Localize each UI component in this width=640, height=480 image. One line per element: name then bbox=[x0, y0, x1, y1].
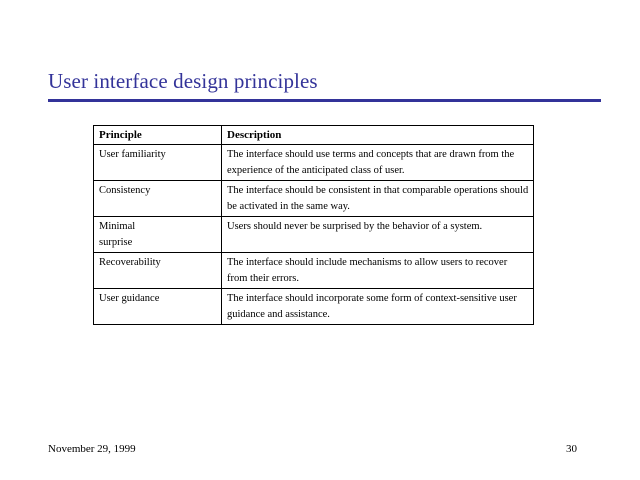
cell-principle: Recoverability bbox=[93, 252, 222, 289]
table-header-row: Principle Description bbox=[93, 125, 534, 145]
column-header-description: Description bbox=[221, 125, 534, 145]
cell-principle: Consistency bbox=[93, 180, 222, 217]
table-row: User familiarity The interface should us… bbox=[93, 144, 534, 181]
cell-description: Users should never be surprised by the b… bbox=[221, 216, 534, 253]
table-row: Consistency The interface should be cons… bbox=[93, 180, 534, 217]
page-title: User interface design principles bbox=[48, 69, 318, 93]
cell-description: The interface should use terms and conce… bbox=[221, 144, 534, 181]
cell-principle: User familiarity bbox=[93, 144, 222, 181]
cell-principle: User guidance bbox=[93, 288, 222, 325]
column-header-principle: Principle bbox=[93, 125, 222, 145]
cell-principle: Minimal surprise bbox=[93, 216, 222, 253]
table-row: User guidance The interface should incor… bbox=[93, 288, 534, 325]
cell-description: The interface should be consistent in th… bbox=[221, 180, 534, 217]
cell-description: The interface should incorporate some fo… bbox=[221, 288, 534, 325]
cell-description: The interface should include mechanisms … bbox=[221, 252, 534, 289]
footer-page-number: 30 bbox=[566, 443, 577, 455]
title-divider bbox=[48, 99, 601, 102]
footer-date: November 29, 1999 bbox=[48, 443, 136, 455]
table-row: Minimal surprise Users should never be s… bbox=[93, 216, 534, 253]
principles-table: Principle Description User familiarity T… bbox=[93, 125, 534, 325]
table-row: Recoverability The interface should incl… bbox=[93, 252, 534, 289]
